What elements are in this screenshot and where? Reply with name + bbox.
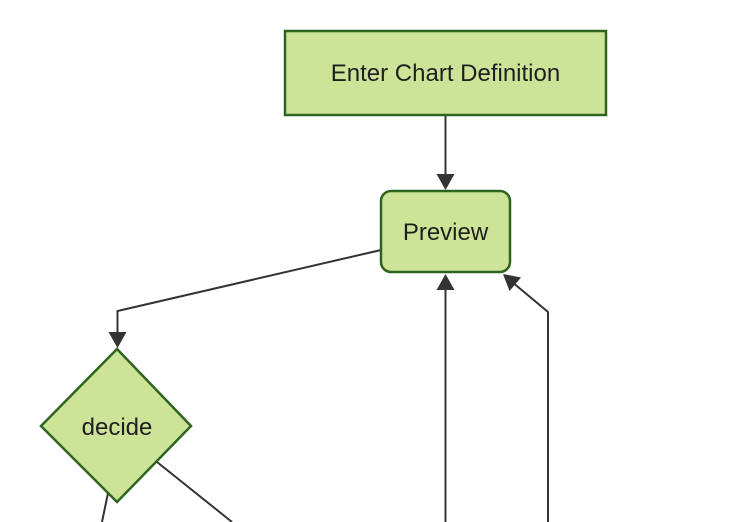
edge-line	[156, 461, 233, 522]
arrowhead-down-icon	[108, 332, 127, 348]
node-decide-shape	[39, 347, 193, 504]
node-decide-label: decide	[82, 414, 153, 441]
edge-line	[116, 249, 382, 333]
arrowhead-up-left-icon	[503, 274, 521, 291]
edge-offscreen-right-to-preview	[503, 274, 549, 522]
node-preview: Preview	[379, 189, 512, 274]
edge-decide-to-offscreen-left	[101, 492, 109, 522]
node-preview-label: Preview	[403, 219, 489, 246]
node-enter-chart-definition-label: Enter Chart Definition	[331, 60, 560, 87]
edge-enter-chart-definition-to-preview	[436, 115, 455, 190]
node-preview-shape	[379, 189, 512, 274]
node-enter-chart-definition: Enter Chart Definition	[283, 29, 608, 117]
arrowhead-up-icon	[436, 274, 455, 290]
edge-offscreen-center-to-preview	[436, 274, 455, 522]
edge-line	[513, 283, 549, 522]
node-decide: decide	[39, 347, 193, 504]
edge-preview-to-decide	[108, 249, 382, 348]
edge-line	[101, 492, 109, 522]
edge-decide-to-offscreen-right	[156, 461, 233, 522]
arrowhead-down-icon	[436, 174, 455, 190]
node-enter-chart-definition-shape	[283, 29, 608, 117]
